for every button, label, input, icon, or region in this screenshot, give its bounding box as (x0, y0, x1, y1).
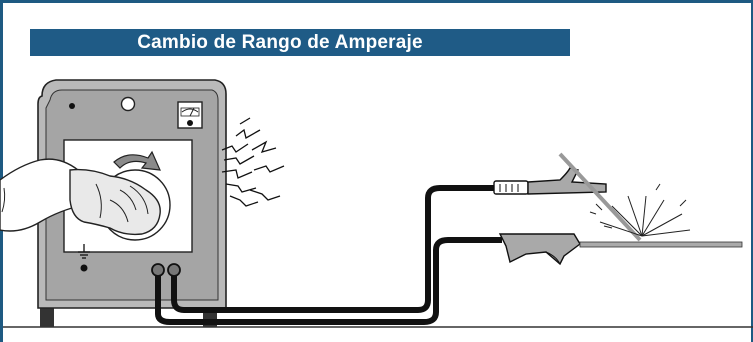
glove (69, 168, 161, 236)
work-clamp (498, 233, 581, 266)
electrode-rod (558, 152, 642, 242)
ground-terminal (80, 264, 88, 272)
output-terminal-right (167, 263, 181, 277)
machine-foot-left (40, 303, 54, 327)
gloved-hand (0, 158, 161, 236)
output-terminal-left (151, 263, 165, 277)
workpiece (579, 241, 743, 248)
electrode-cable (171, 185, 496, 313)
electrode-holder (493, 167, 607, 195)
spark-icon (221, 117, 285, 207)
title-banner: Cambio de Rango de Amperaje (30, 29, 570, 56)
power-switch (120, 96, 136, 112)
meter-icon (177, 101, 203, 129)
rotate-arrow-icon (113, 150, 161, 171)
page-title: Cambio de Rango de Amperaje (137, 31, 423, 53)
arc-sparks (589, 183, 691, 237)
ground-symbol-icon (78, 244, 90, 259)
indicator-dot (69, 103, 75, 109)
work-cable (155, 237, 502, 325)
